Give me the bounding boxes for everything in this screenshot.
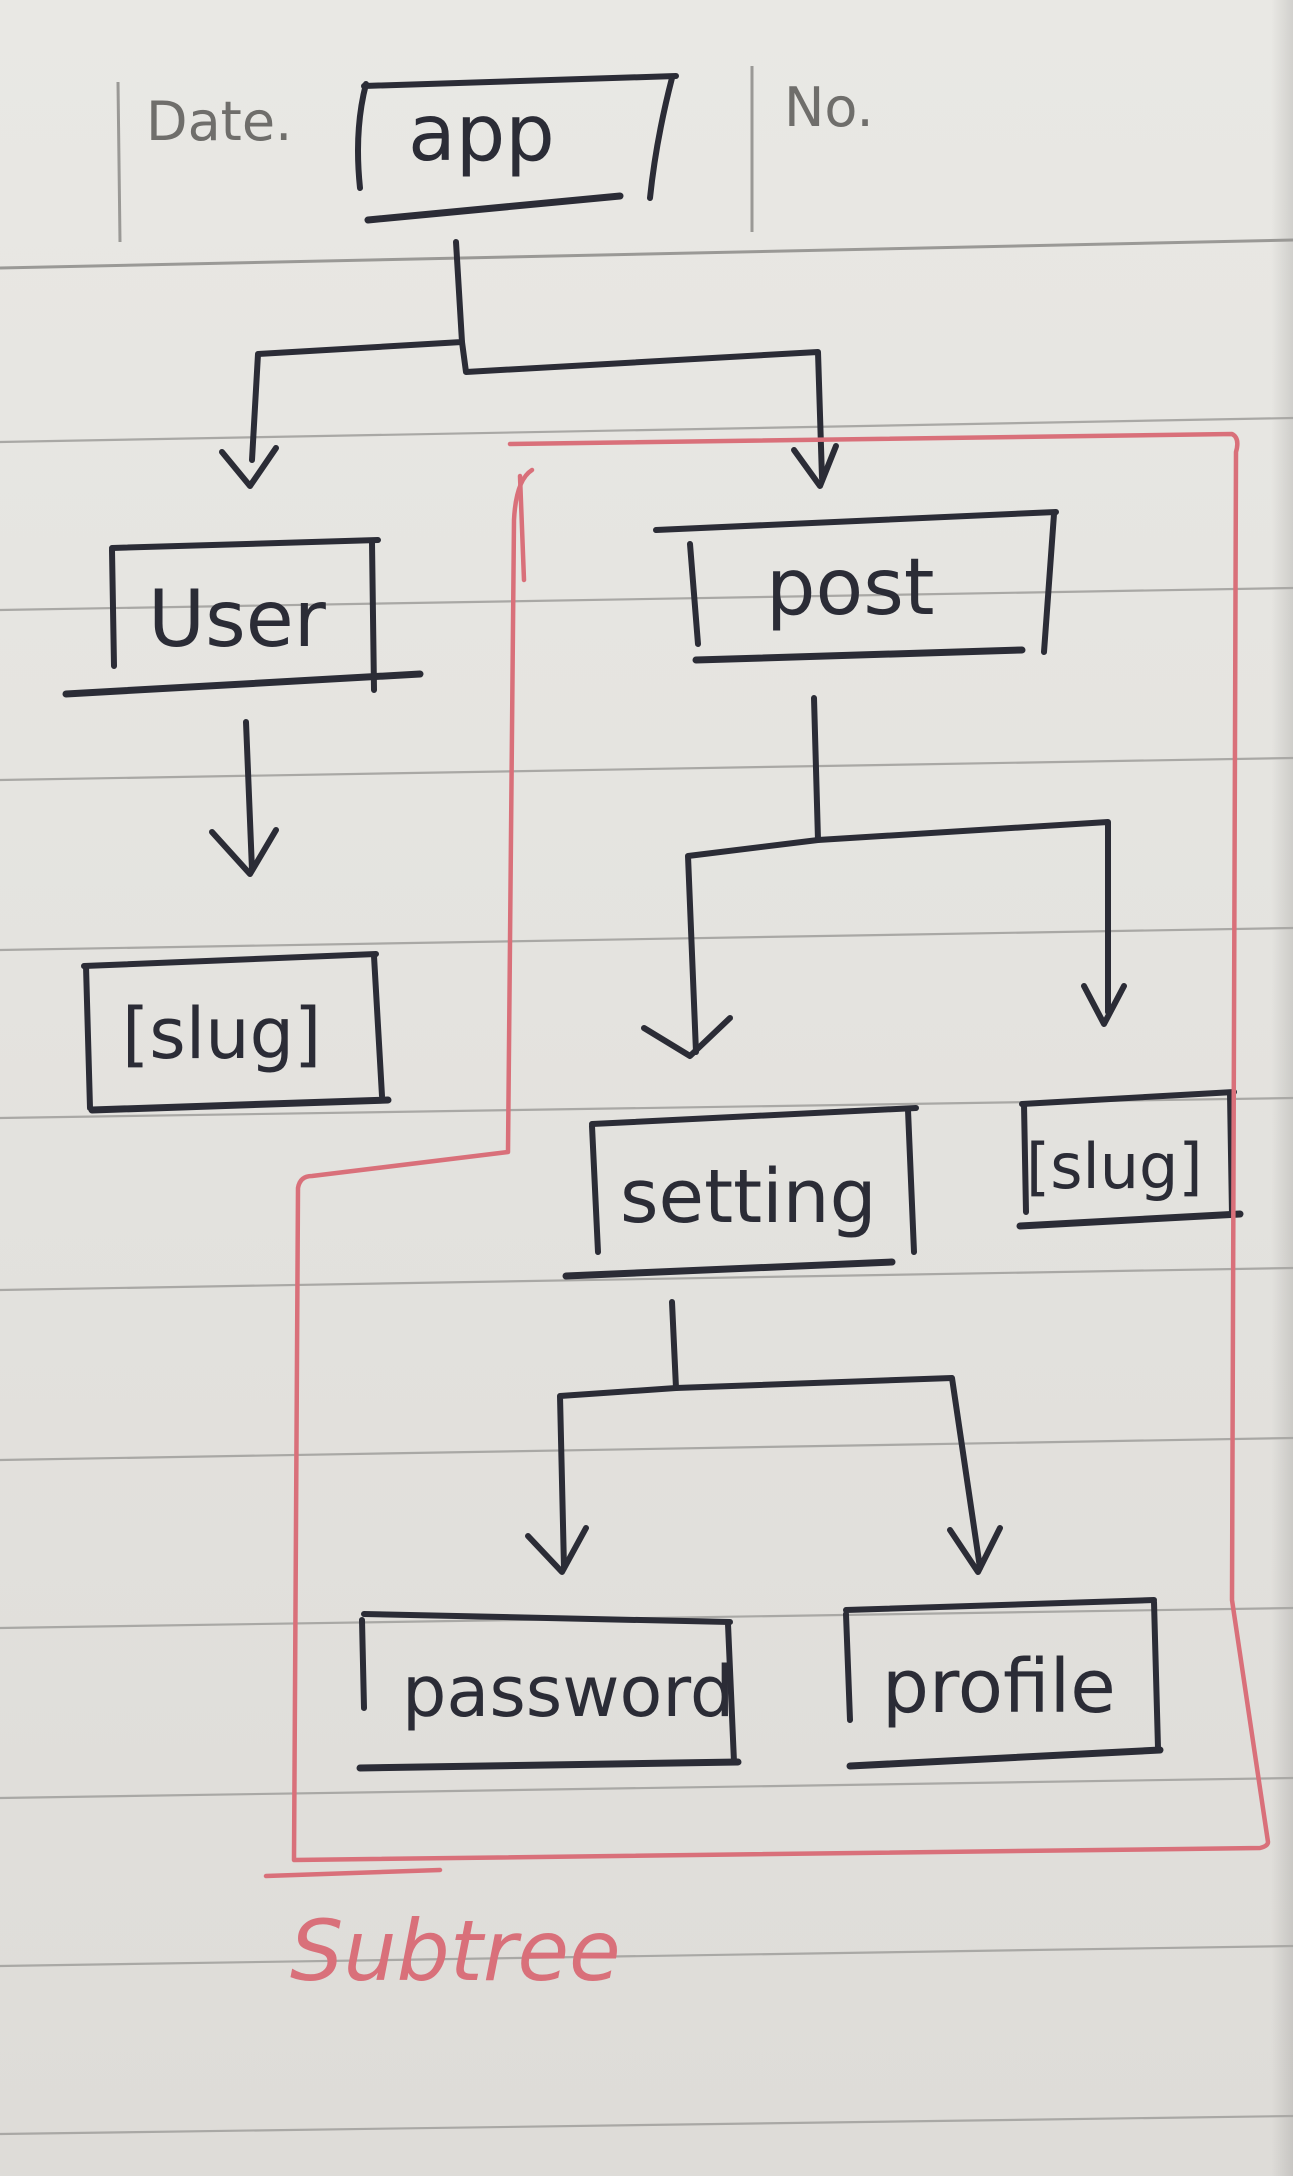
header-divider-left bbox=[116, 81, 122, 243]
node-box-left bbox=[687, 541, 701, 647]
node-user-slug: [slug] bbox=[81, 951, 392, 1114]
ruled-line bbox=[0, 416, 1293, 444]
subtree-outline bbox=[291, 431, 1271, 1863]
node-box-bottom bbox=[846, 1746, 1164, 1770]
arrowhead-setting-icon bbox=[641, 1015, 733, 1059]
node-label: [slug] bbox=[1026, 1130, 1203, 1203]
ruled-line bbox=[0, 1776, 1293, 1800]
edge-app-user bbox=[249, 239, 465, 463]
ruled-line bbox=[0, 586, 1293, 612]
node-box-right bbox=[371, 953, 385, 1099]
node-box-top bbox=[589, 1105, 919, 1127]
node-label: password bbox=[402, 1651, 734, 1733]
paper-edge-shadow bbox=[1271, 0, 1293, 2176]
node-box-left bbox=[355, 81, 369, 191]
node-box-left bbox=[83, 963, 93, 1111]
node-box-top bbox=[1019, 1089, 1237, 1107]
node-box-bottom bbox=[562, 1258, 896, 1280]
edge-post-slug bbox=[815, 819, 1111, 1015]
node-box-bottom bbox=[62, 670, 424, 698]
node-label: [slug] bbox=[122, 993, 321, 1075]
node-box-bottom bbox=[356, 1758, 742, 1772]
node-box-right bbox=[1151, 1599, 1161, 1751]
node-box-left bbox=[589, 1123, 601, 1255]
date-label: Date. bbox=[146, 90, 292, 153]
no-label: No. bbox=[784, 76, 874, 139]
subtree-underline bbox=[263, 1867, 443, 1879]
node-box-top bbox=[653, 509, 1059, 533]
edge-setting-trunk bbox=[669, 1299, 679, 1391]
node-password: password bbox=[356, 1611, 742, 1772]
arrowhead-password-icon bbox=[525, 1525, 589, 1575]
node-box-top bbox=[361, 73, 679, 89]
subtree-label: Subtree bbox=[290, 1902, 621, 2000]
subtree-highlight: Subtree bbox=[263, 431, 1271, 2000]
edge-app-post bbox=[459, 339, 825, 481]
node-app: app bbox=[355, 73, 679, 224]
ruled-line bbox=[0, 238, 1293, 270]
node-setting: setting bbox=[562, 1105, 919, 1280]
node-label: User bbox=[148, 575, 327, 665]
tree-connectors bbox=[209, 239, 1127, 1575]
node-box-left bbox=[843, 1611, 853, 1723]
node-post-slug: [slug] bbox=[1016, 1089, 1244, 1230]
node-box-right bbox=[647, 75, 675, 201]
node-box-right bbox=[1041, 511, 1057, 655]
edge-user-slug bbox=[243, 719, 255, 873]
node-box-right bbox=[725, 1621, 737, 1765]
node-box-top bbox=[361, 1611, 733, 1625]
ruled-line bbox=[0, 2114, 1293, 2136]
node-box-bottom bbox=[88, 1096, 392, 1114]
node-user: User bbox=[62, 537, 424, 698]
node-post: post bbox=[653, 509, 1059, 664]
node-box-right bbox=[905, 1107, 917, 1255]
subtree-outline-stroke bbox=[517, 473, 527, 583]
node-box-top bbox=[843, 1597, 1157, 1613]
node-box-bottom bbox=[692, 646, 1026, 664]
node-label: setting bbox=[620, 1154, 877, 1240]
node-box-left bbox=[109, 547, 117, 669]
node-label: profile bbox=[882, 1644, 1116, 1730]
ruled-line bbox=[0, 1266, 1293, 1292]
node-box-left bbox=[359, 1617, 367, 1711]
node-box-top bbox=[81, 951, 379, 969]
edge-setting-password bbox=[557, 1385, 679, 1571]
node-box-top bbox=[109, 537, 381, 551]
arrowhead-post-icon bbox=[791, 443, 839, 489]
node-box-right bbox=[369, 539, 377, 693]
edge-post-setting bbox=[685, 837, 821, 1055]
node-label: app bbox=[408, 89, 555, 179]
node-profile: profile bbox=[843, 1597, 1164, 1770]
edge-setting-profile bbox=[673, 1375, 983, 1571]
ruled-line bbox=[0, 926, 1293, 952]
arrowhead-post-slug-icon bbox=[1081, 983, 1127, 1027]
node-box-left bbox=[1021, 1101, 1029, 1215]
page-header: Date. No. bbox=[116, 66, 874, 243]
node-box-bottom bbox=[364, 192, 624, 224]
ruled-line bbox=[0, 1436, 1293, 1462]
arrowhead-user-icon bbox=[219, 445, 279, 489]
ruled-line bbox=[0, 1944, 1293, 1968]
arrowhead-user-slug-icon bbox=[209, 827, 279, 877]
arrowhead-profile-icon bbox=[947, 1525, 1003, 1575]
node-label: post bbox=[766, 543, 934, 633]
ruled-line bbox=[0, 756, 1293, 782]
edge-post-trunk bbox=[811, 695, 821, 843]
node-box-bottom bbox=[1016, 1210, 1244, 1230]
